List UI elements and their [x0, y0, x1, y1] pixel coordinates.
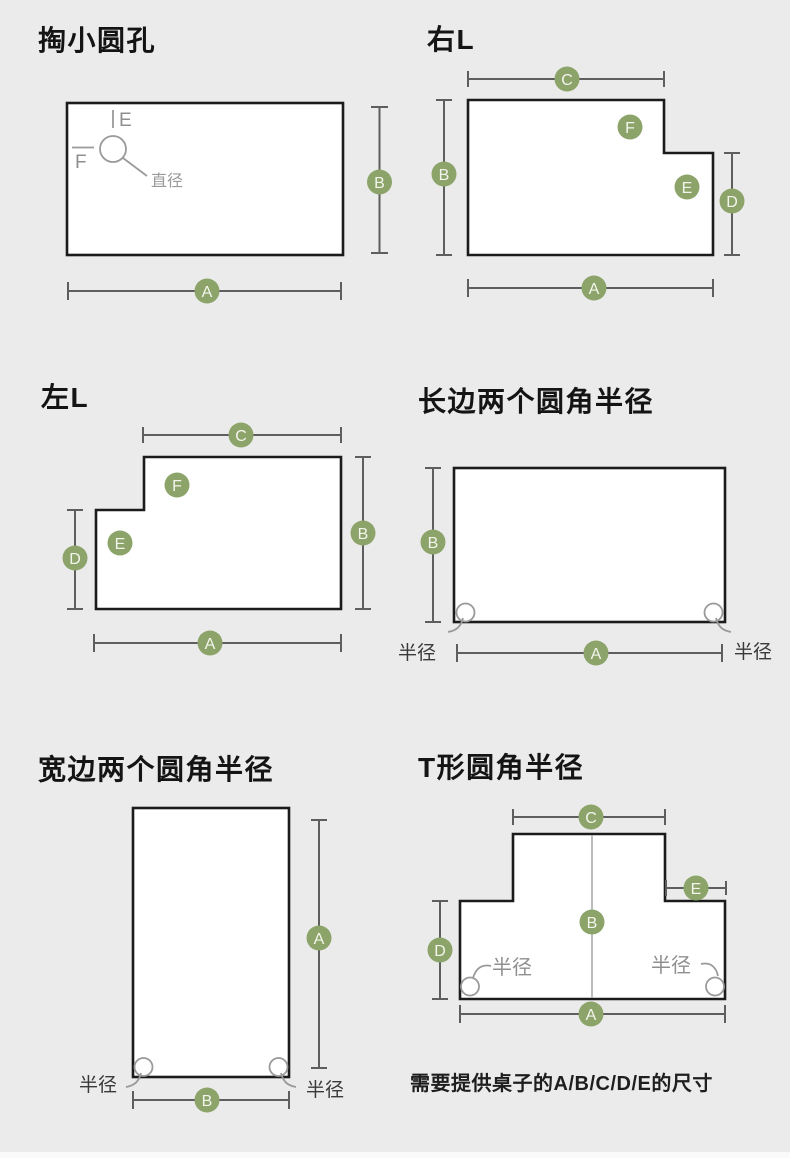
svg-text:A: A [591, 646, 602, 663]
dim-badge-c: C [228, 422, 254, 448]
svg-text:F: F [172, 478, 182, 495]
corner-radius-circle-right [705, 976, 725, 997]
svg-text:B: B [439, 167, 450, 184]
panel-title-hole: 掏小圆孔 [38, 25, 157, 56]
svg-text:E: E [115, 536, 126, 553]
radius-leader-left [125, 1072, 142, 1088]
svg-text:F: F [625, 120, 635, 137]
panel-title-left-l: 左L [41, 382, 90, 413]
svg-text:D: D [726, 194, 738, 211]
radius-leader-left [472, 964, 492, 979]
table-outline [452, 466, 727, 624]
table-outline [466, 98, 715, 257]
corner-radius-circle-left [460, 976, 480, 997]
dim-badge-b: B [350, 520, 376, 546]
dim-badge-f: F [164, 472, 190, 498]
dim-badge-b: B [194, 1087, 220, 1113]
table-outline [94, 455, 343, 611]
dim-badge-f: F [617, 114, 643, 140]
dim-badge-a: A [197, 630, 223, 656]
dim-badge-e: E [683, 875, 709, 901]
panel-t-shape-diagram: C E B D 半径 半径 A [427, 804, 727, 1027]
panel-left-l-diagram: C B D F E A [62, 422, 376, 656]
radius-label-right: 半径 [651, 954, 691, 977]
dim-badge-a: A [583, 640, 609, 666]
radius-label-left: 半径 [398, 642, 436, 664]
dim-badge-e: E [674, 174, 700, 200]
svg-text:D: D [434, 943, 446, 960]
corner-radius-circle-right [703, 602, 724, 623]
panel-long-edge-diagram: B 半径 半径 A [398, 466, 772, 666]
dim-badge-d: D [719, 188, 745, 214]
svg-text:D: D [69, 551, 81, 568]
radius-label-left: 半径 [492, 956, 532, 979]
svg-text:E: E [682, 180, 693, 197]
dim-badge-b: B [431, 161, 457, 187]
dim-badge-b: B [420, 529, 446, 555]
dim-badge-d: D [62, 545, 88, 571]
table-outline [65, 101, 345, 257]
svg-text:A: A [205, 636, 216, 653]
corner-radius-circle-right [268, 1057, 289, 1077]
svg-text:B: B [358, 526, 369, 543]
svg-text:B: B [587, 915, 598, 932]
bottom-divider [0, 1152, 790, 1158]
dim-badge-c: C [578, 804, 604, 830]
svg-text:B: B [202, 1093, 213, 1110]
dim-badge-a: A [578, 1001, 604, 1027]
svg-text:A: A [314, 931, 325, 948]
radius-leader-right [715, 617, 732, 633]
panel-title-wide-edge: 宽边两个圆角半径 [38, 754, 275, 785]
svg-text:A: A [589, 281, 600, 298]
dim-badge-d: D [427, 937, 453, 963]
radius-leader-right [280, 1072, 297, 1088]
svg-text:A: A [586, 1007, 597, 1024]
panel-right-l-diagram: C B D F E A [431, 66, 745, 301]
dim-badge-b: B [367, 169, 392, 195]
panel-title-long-edge: 长边两个圆角半径 [418, 386, 655, 417]
hole-f-label: F [75, 152, 87, 173]
dim-badge-a: A [306, 925, 332, 951]
dim-badge-c: C [554, 66, 580, 92]
table-outline [131, 806, 291, 1079]
dim-badge-b: B [579, 909, 605, 935]
measurement-note: 需要提供桌子的A/B/C/D/E的尺寸 [410, 1073, 713, 1095]
radius-label-left: 半径 [79, 1074, 117, 1096]
svg-text:B: B [428, 535, 439, 552]
svg-text:B: B [374, 175, 385, 192]
radius-label-right: 半径 [306, 1079, 344, 1101]
diameter-leader-line [122, 157, 148, 177]
svg-text:A: A [202, 284, 213, 301]
panel-title-t-shape: T形圆角半径 [418, 752, 585, 783]
dim-badge-e: E [107, 530, 133, 556]
svg-text:E: E [691, 881, 702, 898]
svg-text:C: C [235, 428, 247, 445]
svg-text:C: C [561, 72, 573, 89]
diameter-label: 直径 [151, 172, 183, 190]
panel-wide-edge-diagram: A 半径 半径 B [79, 806, 344, 1113]
radius-label-right: 半径 [734, 641, 772, 663]
panel-title-right-l: 右L [427, 24, 476, 55]
dim-badge-a: A [194, 278, 220, 304]
corner-radius-circle-left [133, 1057, 154, 1077]
radius-leader-left [447, 617, 464, 633]
svg-text:C: C [585, 810, 597, 827]
radius-leader-right [700, 962, 719, 977]
corner-radius-circle-left [455, 602, 476, 623]
hole-circle [99, 135, 127, 163]
hole-e-label: E [119, 110, 132, 131]
dim-badge-a: A [581, 275, 607, 301]
panel-hole-diagram: E F 直径 B A [65, 101, 392, 304]
